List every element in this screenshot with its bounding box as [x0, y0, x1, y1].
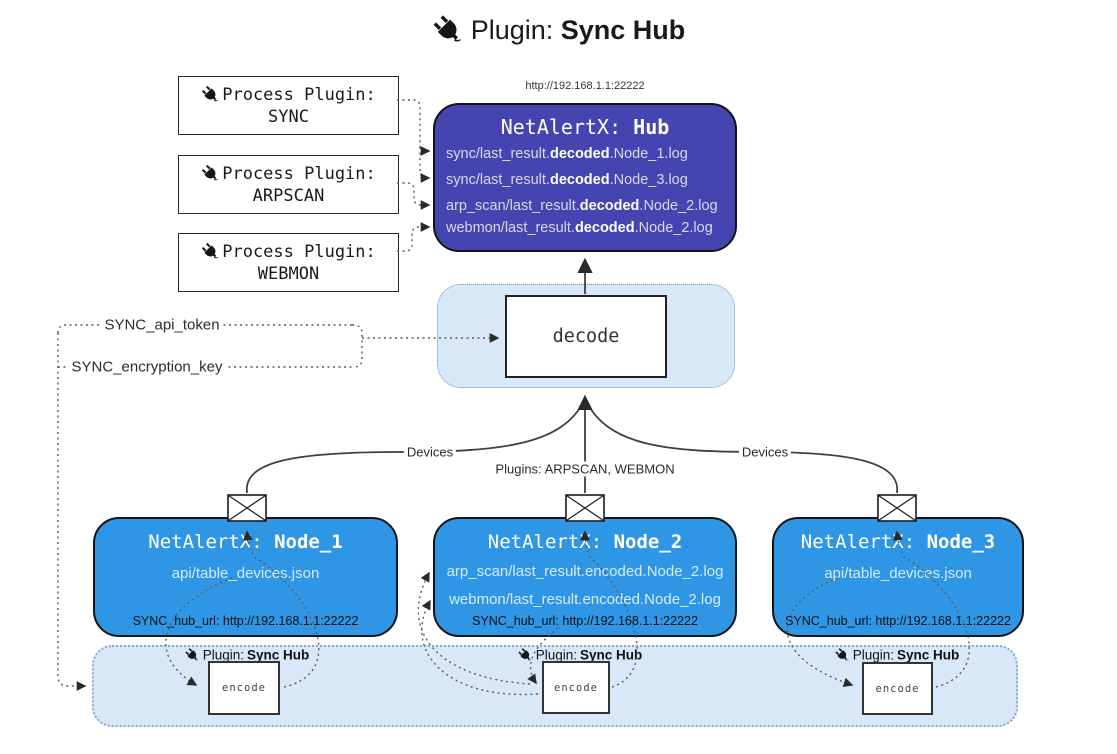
log-bold: decoded [549, 172, 610, 188]
log-bold: decoded [579, 198, 640, 214]
diagram-title: Plugin: Sync Hub [432, 14, 686, 46]
edge-sync-to-log2 [419, 147, 431, 183]
process-plugin-label: Process Plugin: [222, 84, 376, 105]
encode-box-2: encode [542, 661, 610, 714]
sync-encryption-key-label: SYNC_encryption_key [68, 358, 226, 376]
envelope-icon [227, 494, 267, 522]
hub-url-label: http://192.168.1.1:22222 [525, 80, 645, 92]
hub-log-line: sync/last_result.decoded.Node_1.log [446, 146, 688, 162]
process-plugin-label: Process Plugin: [222, 241, 376, 262]
log-post: .Node_1.log [609, 146, 688, 162]
node-hub-url: SYNC_hub_url: http://192.168.1.1:22222 [472, 614, 698, 628]
process-plugin-label: Process Plugin: [222, 163, 376, 184]
node-title-name: Node_1 [274, 531, 343, 553]
log-bold: decoded [549, 146, 610, 162]
page-title: Plugin: Sync Hub [471, 15, 686, 46]
encode-box-3: encode [862, 662, 933, 715]
hub-log-line: arp_scan/last_result.decoded.Node_2.log [446, 198, 718, 214]
node-title-prefix: NetAlertX: [487, 531, 614, 553]
decode-box: decode [505, 295, 667, 378]
devices-label-right: Devices [738, 444, 792, 460]
hub-log-line: webmon/last_result.decoded.Node_2.log [446, 220, 713, 236]
band-label-name: Sync Hub [897, 647, 960, 663]
plug-icon [835, 648, 850, 663]
process-plugin-name: WEBMON [257, 263, 320, 284]
hub-title-name: Hub [633, 115, 670, 139]
title-prefix: Plugin: [470, 14, 561, 45]
node-3-box: NetAlertX: Node_3 api/table_devices.json… [772, 517, 1024, 637]
node-title-prefix: NetAlertX: [148, 531, 275, 553]
node-title: NetAlertX: Node_2 [435, 531, 735, 553]
envelope-icon [565, 494, 605, 522]
node-hub-url: SYNC_hub_url: http://192.168.1.1:22222 [785, 614, 1011, 628]
log-bold: decoded [574, 220, 635, 236]
node-title-prefix: NetAlertX: [800, 531, 927, 553]
log-pre: sync/last_result. [446, 146, 550, 162]
devices-label-left: Devices [403, 444, 457, 460]
node-file: api/table_devices.json [824, 565, 972, 582]
edge-sync-to-log1 [397, 99, 431, 156]
plug-icon [201, 85, 220, 104]
node-1-box: NetAlertX: Node_1 api/table_devices.json… [93, 517, 398, 637]
band-plugin-label-3: Plugin: Sync Hub [835, 647, 960, 663]
log-pre: arp_scan/last_result. [446, 198, 580, 214]
node-file: arp_scan/last_result.encoded.Node_2.log [446, 563, 724, 580]
hub-title: NetAlertX: Hub [435, 115, 735, 139]
log-post: .Node_3.log [609, 172, 688, 188]
log-post: .Node_2.log [639, 198, 718, 214]
plugins-edge-label: Plugins: ARPSCAN, WEBMON [492, 461, 678, 477]
plug-icon [432, 14, 464, 46]
edge-settings-to-band [57, 333, 87, 691]
envelope-icon [877, 494, 917, 522]
log-pre: webmon/last_result. [446, 220, 575, 236]
node-title-name: Node_3 [926, 531, 996, 553]
node-title: NetAlertX: Node_3 [774, 531, 1022, 553]
node-file: webmon/last_result.encoded.Node_2.log [449, 591, 721, 608]
node-title: NetAlertX: Node_1 [95, 531, 396, 553]
edge-settings-bracket [351, 324, 363, 368]
hub-box: NetAlertX: Hub sync/last_result.decoded.… [433, 103, 737, 252]
log-pre: sync/last_result. [446, 172, 550, 188]
process-plugin-arpscan: Process Plugin: ARPSCAN [178, 155, 399, 214]
title-name: Sync Hub [560, 14, 686, 45]
process-plugin-webmon: Process Plugin: WEBMON [178, 233, 399, 292]
process-plugin-name: SYNC [268, 106, 309, 127]
edge-arpscan-to-log3 [397, 182, 431, 210]
sync-api-token-label: SYNC_api_token [101, 316, 223, 334]
node-file: api/table_devices.json [171, 565, 320, 582]
plug-icon [201, 242, 220, 261]
edge-webmon-to-log4 [397, 222, 431, 252]
node-2-box: NetAlertX: Node_2 arp_scan/last_result.e… [433, 517, 737, 637]
log-post: .Node_2.log [634, 220, 713, 236]
plug-icon [185, 648, 200, 663]
band-label-prefix: Plugin: [852, 647, 895, 663]
plug-icon [518, 648, 533, 663]
process-plugin-name: ARPSCAN [252, 185, 325, 206]
node-title-name: Node_2 [613, 531, 683, 553]
hub-title-prefix: NetAlertX: [500, 115, 634, 139]
node-hub-url: SYNC_hub_url: http://192.168.1.1:22222 [132, 614, 359, 628]
encode-box-1: encode [208, 661, 280, 715]
plug-icon [201, 164, 220, 183]
process-plugin-sync: Process Plugin: SYNC [178, 76, 399, 135]
hub-log-line: sync/last_result.decoded.Node_3.log [446, 172, 688, 188]
